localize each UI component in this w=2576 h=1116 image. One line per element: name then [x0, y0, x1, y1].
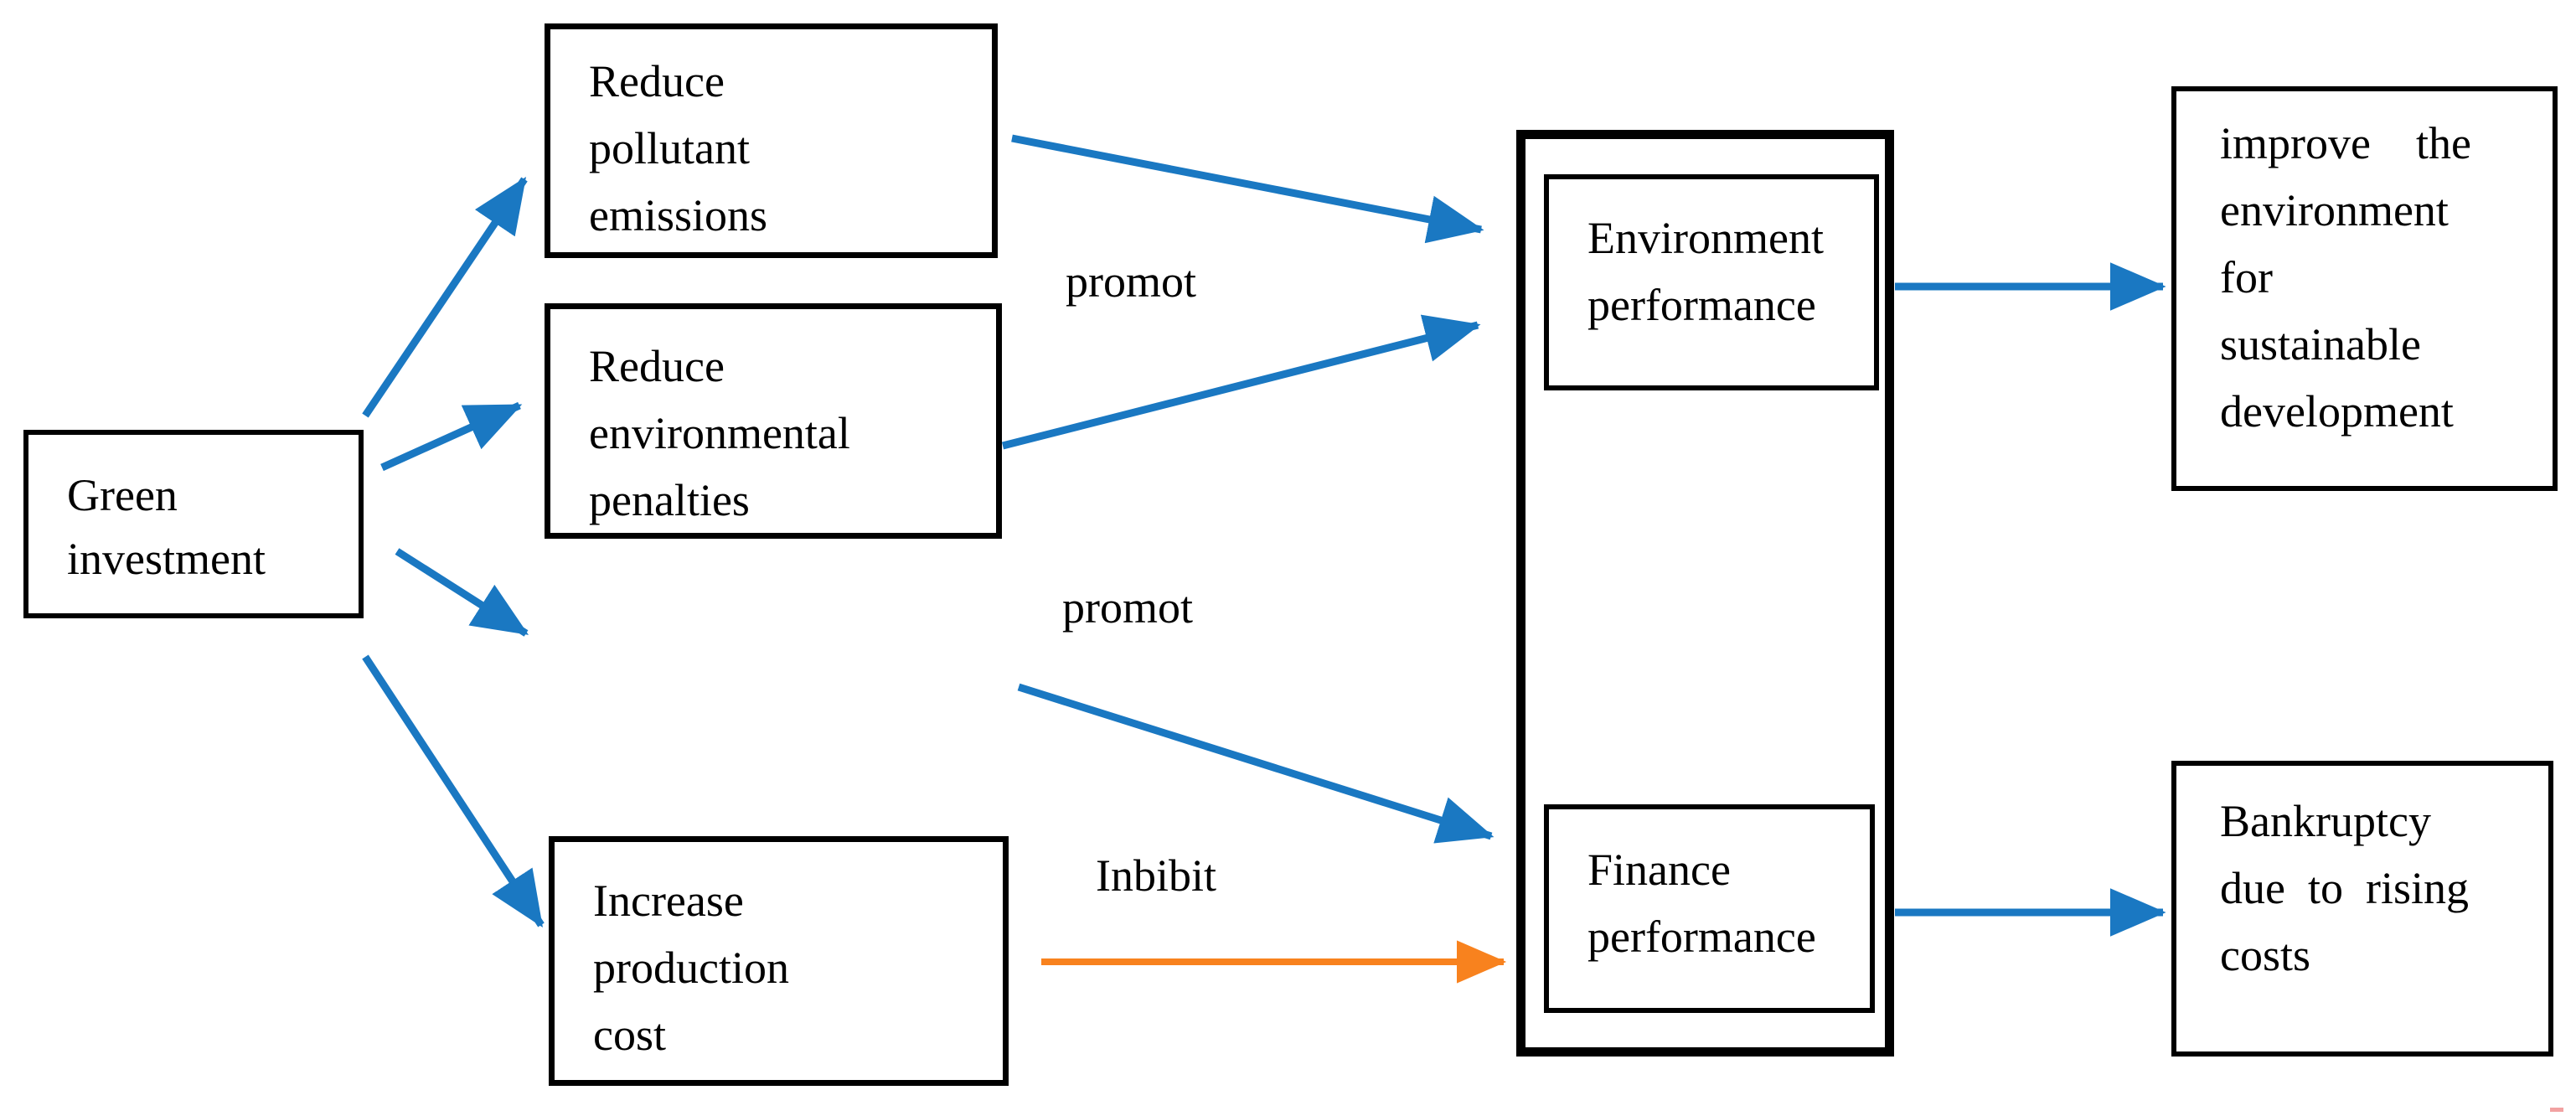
- node-improve-environment-sustainable: improve the environment for sustainable …: [2171, 86, 2558, 491]
- node-line: Finance: [1587, 845, 1731, 895]
- node-line: penalties: [589, 475, 750, 525]
- node-line: pollutant: [589, 123, 750, 173]
- node-line: for: [2220, 252, 2273, 302]
- node-line: production: [593, 943, 789, 993]
- arrow-green-to-penalties: [380, 401, 523, 472]
- arrow-promot-to-finance: [1017, 683, 1494, 844]
- arrow-green-to-finance-segment: [395, 548, 529, 637]
- node-increase-production-cost: Increase production cost: [549, 836, 1009, 1086]
- node-line: sustainable: [2220, 319, 2421, 369]
- node-line: improve the: [2220, 118, 2471, 168]
- node-reduce-environmental-penalties: Reduce environmental penalties: [545, 303, 1002, 539]
- node-bankruptcy-rising-costs: Bankruptcy due to rising costs: [2171, 761, 2553, 1057]
- node-line: Increase: [593, 876, 744, 926]
- arrow-pollutant-to-environment: [1011, 134, 1484, 244]
- node-line: costs: [2220, 930, 2310, 980]
- scan-artifact-mark: [2550, 1108, 2563, 1112]
- edge-label-promot-middle: promot: [1062, 582, 1193, 633]
- node-environment-performance: Environment performance: [1544, 174, 1879, 390]
- node-line: Reduce: [589, 341, 725, 391]
- node-line: performance: [1587, 280, 1816, 330]
- node-line: emissions: [589, 190, 768, 240]
- node-line: Bankruptcy: [2220, 796, 2431, 846]
- node-line: Green: [67, 470, 178, 520]
- performance-group-container: [1516, 130, 1894, 1057]
- node-line: performance: [1587, 912, 1816, 962]
- node-line: Reduce: [589, 56, 725, 106]
- node-reduce-pollutant-emissions: Reduce pollutant emissions: [545, 23, 998, 258]
- edge-label-inhibit: Inbibit: [1096, 850, 1216, 901]
- node-line: due to rising: [2220, 863, 2469, 913]
- arrow-green-to-pollutant: [362, 177, 528, 418]
- edge-label-promot-top: promot: [1066, 256, 1196, 307]
- node-line: Environment: [1587, 213, 1824, 263]
- node-finance-performance: Finance performance: [1544, 804, 1875, 1013]
- node-green-investment: Green investment: [23, 430, 364, 618]
- node-line: development: [2220, 386, 2454, 437]
- arrow-penalties-to-environment: [1001, 314, 1481, 450]
- arrow-green-to-cost: [362, 654, 545, 928]
- node-line: cost: [593, 1010, 666, 1060]
- node-line: investment: [67, 534, 266, 584]
- node-line: environmental: [589, 408, 850, 458]
- node-line: environment: [2220, 185, 2449, 235]
